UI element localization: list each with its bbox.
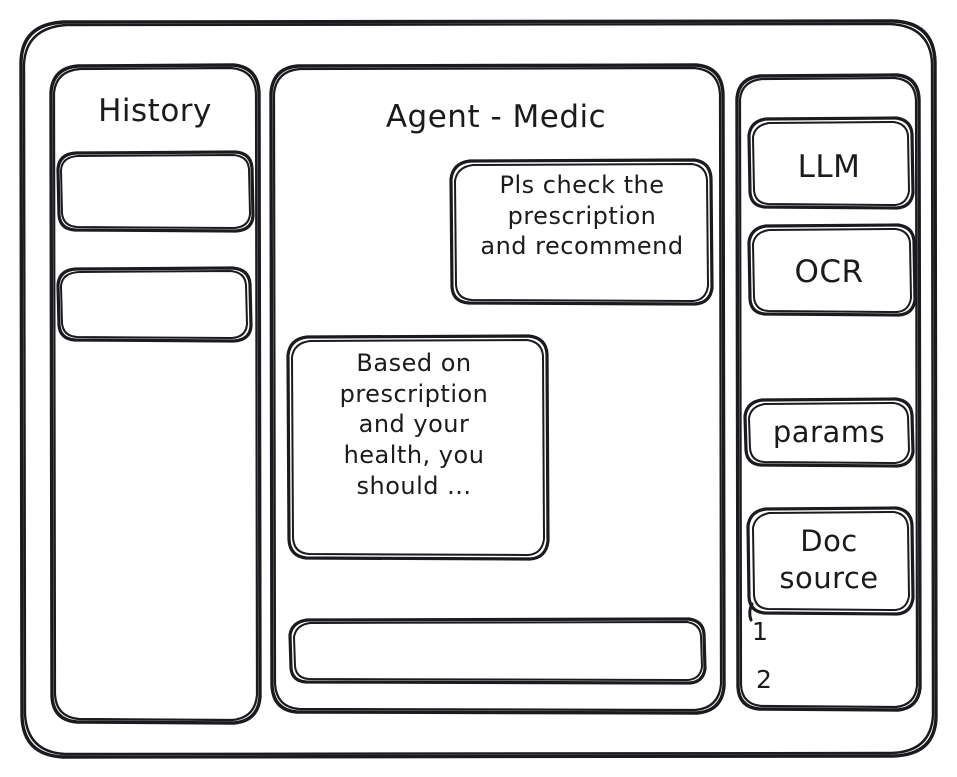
history-panel-title: History (98, 93, 212, 129)
doc-source-list[interactable] (748, 612, 808, 692)
doc-source-list-item-2: 2 (756, 665, 773, 694)
user-message-text: Pls check the prescription and recommend (480, 171, 684, 261)
tool-card-params-label: params (772, 415, 886, 449)
assistant-message-text: Based on prescription and your health, y… (339, 349, 489, 500)
agent-panel-title: Agent - Medic (385, 99, 607, 135)
user-message-bubble[interactable] (451, 160, 712, 304)
doc-source-list-item-1: 1 (752, 617, 769, 646)
history-item-1[interactable] (58, 152, 253, 231)
assistant-message-bubble[interactable] (288, 336, 548, 559)
tool-card-llm-label: LLM (797, 149, 861, 185)
tool-card-ocr-label: OCR (794, 254, 864, 290)
tool-card-ocr[interactable] (749, 225, 915, 315)
history-item-2[interactable] (58, 268, 251, 341)
message-input[interactable] (290, 619, 705, 683)
tool-card-params[interactable] (745, 399, 913, 466)
tool-card-doc-source[interactable] (748, 508, 913, 614)
tool-card-llm[interactable] (749, 118, 913, 208)
tool-card-doc-source-label: Doc source (779, 524, 879, 596)
